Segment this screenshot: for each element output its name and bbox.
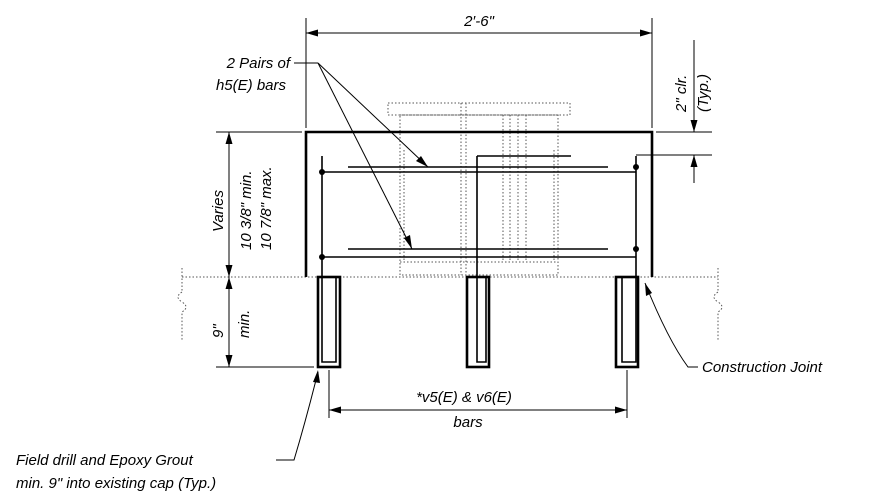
h5-bars-bottom: [322, 248, 636, 258]
dowel-left: [316, 156, 342, 369]
cap-depth-dimension: [216, 131, 302, 277]
new-cap-outline: [304, 130, 654, 277]
top-width-label: 2′-6": [463, 13, 494, 30]
min-depth-label: 10 3/8" min.: [238, 170, 255, 250]
h5-bars-top: [322, 166, 636, 173]
varies-label: Varies: [210, 190, 227, 232]
clear-cover-typ-label: (Typ.): [695, 74, 712, 112]
v-bars-label-line2: bars: [453, 414, 483, 431]
max-depth-label: 10 7/8" max.: [258, 166, 275, 250]
embed-depth-label: 9": [210, 324, 227, 338]
dowel-center: [465, 155, 571, 369]
pairs-leader: [294, 62, 429, 250]
construction-joint-leader: [644, 282, 698, 368]
top-width-dimension: [305, 18, 653, 128]
construction-joint-label: Construction Joint: [702, 359, 823, 376]
clear-cover-label: 2" clr.: [673, 75, 690, 113]
field-drill-leader: [276, 370, 320, 461]
v-bars-dimension: [328, 370, 628, 418]
field-drill-label-line2: min. 9" into existing cap (Typ.): [16, 475, 216, 492]
clear-cover-dimension: [636, 40, 712, 183]
embedment-dimension: [216, 277, 314, 368]
pairs-label-line2: h5(E) bars: [216, 77, 287, 94]
pairs-label-line1: 2 Pairs of: [226, 55, 292, 72]
bar-dots: [319, 164, 639, 260]
embed-min-label: min.: [236, 310, 253, 338]
right-break-symbol: [713, 291, 723, 340]
v-bars-label: *v5(E) & v6(E): [416, 389, 512, 406]
dowel-right: [614, 156, 640, 369]
field-drill-label: Field drill and Epoxy Grout: [16, 452, 194, 469]
left-break-symbol: [177, 291, 187, 340]
